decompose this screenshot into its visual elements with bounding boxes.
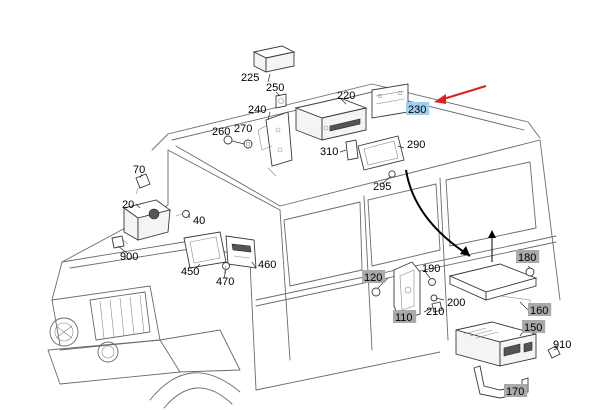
callout-40[interactable]: 40 xyxy=(193,215,205,227)
flow-arrow xyxy=(405,169,496,262)
part-160-bracket-base[interactable] xyxy=(499,295,531,306)
part-210-bolt[interactable] xyxy=(431,301,443,313)
callout-number: 270 xyxy=(234,123,252,135)
part-910-clip[interactable] xyxy=(547,345,561,359)
callout-number: 295 xyxy=(373,181,391,193)
pointer-arrow xyxy=(434,85,487,104)
callout-120[interactable]: 120 xyxy=(362,270,386,284)
callout-number: 900 xyxy=(120,251,138,263)
callout-450[interactable]: 450 xyxy=(181,266,199,278)
callout-highlight xyxy=(516,250,540,263)
callout-number: 460 xyxy=(258,259,276,271)
part-295-screw[interactable] xyxy=(388,170,396,178)
part-170-bracket[interactable] xyxy=(448,263,538,301)
callout-number: 40 xyxy=(193,215,205,227)
callout-number: 190 xyxy=(422,263,440,275)
callout-number: 20 xyxy=(122,199,134,211)
part-40-screw[interactable] xyxy=(175,210,190,218)
callout-number: 180 xyxy=(518,252,536,264)
callout-number: 150 xyxy=(524,322,542,334)
callout-20[interactable]: 20 xyxy=(122,199,134,211)
part-190-nut[interactable] xyxy=(428,278,436,286)
callout-295[interactable]: 295 xyxy=(373,181,391,193)
callout-number: 470 xyxy=(216,276,234,288)
callout-210[interactable]: 210 xyxy=(426,306,444,318)
callout-number: 200 xyxy=(447,297,465,309)
part-310-connector[interactable] xyxy=(345,139,359,161)
part-110-cover[interactable] xyxy=(393,261,421,321)
callout-number: 910 xyxy=(553,339,571,351)
part-250-clip[interactable] xyxy=(275,93,287,109)
callout-70[interactable]: 70 xyxy=(133,164,145,176)
callout-number: 170 xyxy=(506,386,524,398)
callout-number: 310 xyxy=(320,146,338,158)
callout-number: 110 xyxy=(395,312,413,324)
part-290-frame[interactable] xyxy=(357,135,405,171)
callout-number: 120 xyxy=(364,272,382,284)
part-120-clip[interactable] xyxy=(371,287,381,297)
callout-470[interactable]: 470 xyxy=(216,276,234,288)
callout-170[interactable]: 170 xyxy=(504,384,528,398)
callout-highlight xyxy=(393,310,417,323)
callout-260[interactable]: 260 xyxy=(212,126,230,138)
callout-number: 260 xyxy=(212,126,230,138)
callout-highlight xyxy=(504,384,528,397)
part-260-screw[interactable] xyxy=(223,135,245,145)
part-900-clip[interactable] xyxy=(111,235,125,249)
part-230-bracket[interactable] xyxy=(371,83,409,119)
part-470-screw[interactable] xyxy=(222,262,230,275)
callout-number: 290 xyxy=(407,139,425,151)
callout-highlight xyxy=(406,102,430,115)
callout-number: 70 xyxy=(133,164,145,176)
part-460-bracket[interactable] xyxy=(225,235,257,269)
part-180-nut[interactable] xyxy=(525,267,535,277)
callout-190[interactable]: 190 xyxy=(422,263,440,275)
callout-labels: 225 250 220 240 230 260 270 310 290 295 70 20 40 900 4… xyxy=(120,72,571,398)
callout-number: 450 xyxy=(181,266,199,278)
part-220-unit[interactable] xyxy=(294,97,368,141)
callout-highlight xyxy=(522,320,546,333)
callout-240[interactable]: 240 xyxy=(248,104,266,116)
callout-highlight xyxy=(362,270,386,283)
part-150-control-unit[interactable] xyxy=(455,321,537,367)
part-225-module[interactable] xyxy=(252,45,296,73)
part-270-nut[interactable] xyxy=(243,139,253,149)
callout-910[interactable]: 910 xyxy=(553,339,571,351)
callout-230[interactable]: 230 xyxy=(406,102,430,116)
callout-highlight xyxy=(528,303,552,316)
part-450-display[interactable] xyxy=(183,231,227,269)
callout-290[interactable]: 290 xyxy=(407,139,425,151)
callout-number: 225 xyxy=(241,72,259,84)
callout-310[interactable]: 310 xyxy=(320,146,338,158)
callout-number: 250 xyxy=(266,82,284,94)
callout-number: 230 xyxy=(408,104,426,116)
callout-220[interactable]: 220 xyxy=(337,90,355,102)
callout-number: 240 xyxy=(248,104,266,116)
callout-number: 210 xyxy=(426,306,444,318)
callout-460[interactable]: 460 xyxy=(258,259,276,271)
callout-225[interactable]: 225 xyxy=(241,72,259,84)
part-70-clip[interactable] xyxy=(135,173,151,195)
callout-number: 220 xyxy=(337,90,355,102)
callout-160[interactable]: 160 xyxy=(528,303,552,317)
callout-110[interactable]: 110 xyxy=(393,310,417,324)
callout-number: 160 xyxy=(530,305,548,317)
callout-180[interactable]: 180 xyxy=(516,250,540,264)
callout-900[interactable]: 900 xyxy=(120,251,138,263)
callout-150[interactable]: 150 xyxy=(522,320,546,334)
callout-270[interactable]: 270 xyxy=(234,123,252,135)
callout-200[interactable]: 200 xyxy=(447,297,465,309)
callout-250[interactable]: 250 xyxy=(266,82,284,94)
part-20-camera[interactable] xyxy=(119,199,172,245)
part-240-bracket[interactable] xyxy=(257,111,293,177)
